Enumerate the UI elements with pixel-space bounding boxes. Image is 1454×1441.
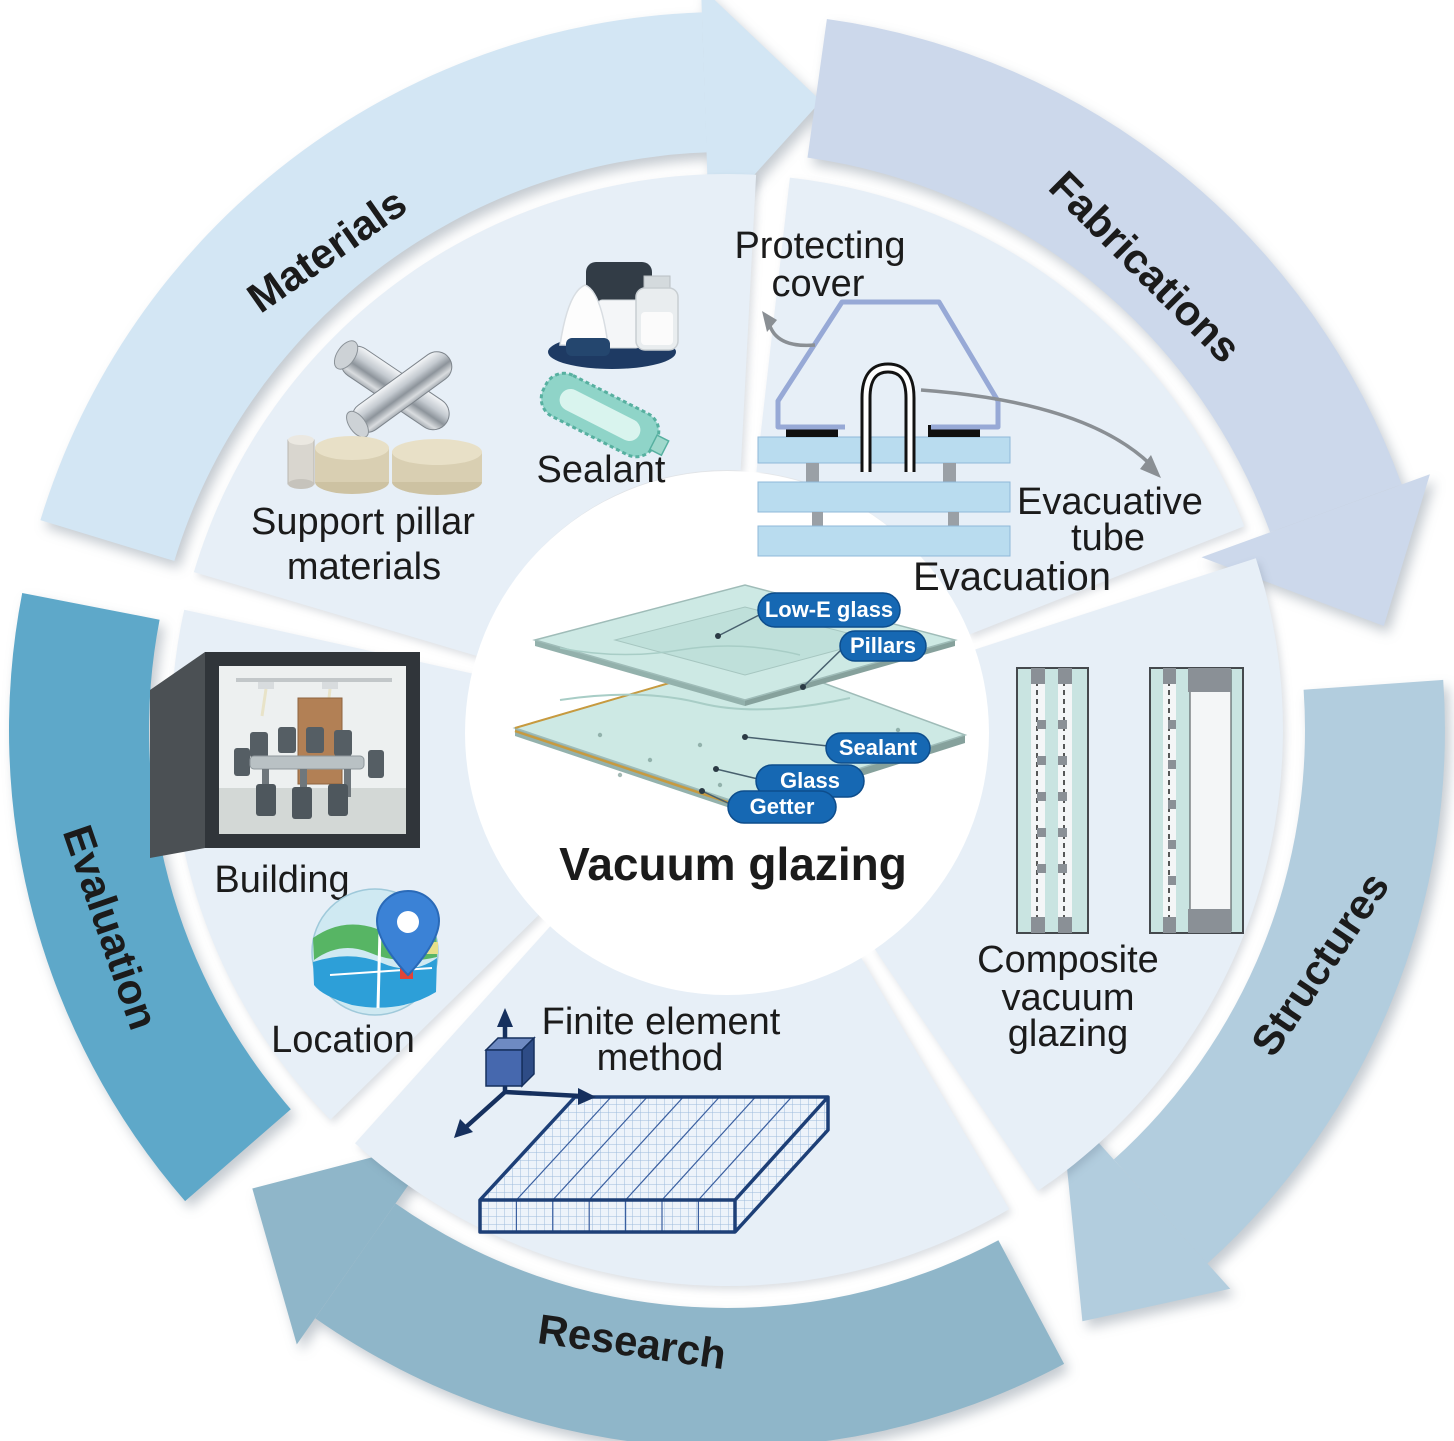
structures-arc	[1113, 679, 1445, 1264]
evaluation-arc	[8, 593, 291, 1202]
fabrications-arrowhead-icon	[1201, 474, 1430, 626]
unit-cube-icon	[484, 1036, 536, 1088]
center-content: Low-E glass Pillars Sealant Glass Getter…	[512, 584, 968, 890]
composite-glazing-section-1-icon	[1016, 667, 1089, 934]
ring-segment-evaluation: Evaluation	[8, 593, 291, 1202]
center-title: Vacuum glazing	[559, 838, 907, 890]
fem-caption-line1: Finite element	[542, 1001, 781, 1043]
pill-getter-label: Getter	[750, 794, 815, 819]
arrow-to-cover-icon	[768, 325, 816, 348]
pill-sealant	[825, 732, 931, 764]
sealant-caption: Sealant	[537, 449, 666, 491]
ring-segment-research: Research	[252, 1139, 1065, 1441]
leader-lines	[701, 611, 844, 805]
evaluation-content: Building Location	[150, 652, 441, 1061]
building-room-icon	[150, 652, 420, 858]
pill-glass-label: Glass	[780, 768, 840, 793]
sealant-powder-bottles-icon	[548, 262, 679, 369]
protecting-cover-caption-line2: cover	[772, 263, 865, 305]
ceramic-pillar-discs-icon	[287, 435, 482, 495]
metal-pillars-icon	[333, 340, 453, 438]
research-arrowhead-icon	[252, 1139, 441, 1345]
materials-arrowhead-icon	[701, 0, 821, 225]
fabrications-arc	[807, 19, 1402, 533]
pill-getter	[727, 790, 837, 824]
evacuation-diagram	[757, 299, 1161, 557]
location-map-icon	[311, 888, 441, 1016]
evacuative-tube-caption-line1: Evacuative	[1017, 481, 1203, 523]
research-content: Finite element method	[454, 1001, 830, 1234]
composite-glazing-section-2-icon	[1149, 667, 1244, 934]
composite-caption-line3: glazing	[1008, 1013, 1128, 1055]
research-arc	[315, 1203, 1065, 1441]
materials-content: Support pillar materials Sealant	[251, 262, 679, 588]
materials-arc	[40, 12, 707, 561]
ring-segment-structures: Structures	[1060, 679, 1445, 1322]
protecting-cover-outline-icon	[775, 299, 1001, 430]
location-caption: Location	[271, 1019, 415, 1061]
evacuative-tube-caption-line2: tube	[1071, 517, 1145, 559]
pill-pillars-label: Pillars	[850, 633, 916, 658]
fabrications-content: Protecting cover Evacuative tube Evacuat…	[734, 225, 1202, 599]
pill-low-e-glass	[757, 592, 901, 628]
pill-pillars	[839, 630, 927, 662]
building-caption: Building	[214, 859, 349, 901]
composite-caption-line1: Composite	[977, 939, 1159, 981]
arrow-to-tube-icon	[920, 388, 1152, 466]
evacuation-caption: Evacuation	[913, 555, 1111, 599]
fem-mesh-slab-icon	[478, 1095, 830, 1234]
pill-low-e-glass-label: Low-E glass	[765, 597, 893, 622]
composite-caption-line2: vacuum	[1001, 977, 1134, 1019]
pill-sealant-label: Sealant	[839, 735, 918, 760]
cycle-ring: Materials Fabrications Structures Resear…	[8, 0, 1445, 1441]
structures-arrowhead-icon	[1060, 1100, 1231, 1322]
sealant-tube-icon	[539, 371, 670, 459]
structures-content: Composite vacuum glazing	[977, 667, 1244, 1055]
protecting-cover-caption-line1: Protecting	[734, 225, 905, 267]
support-pillar-caption-line1: Support pillar	[251, 501, 475, 543]
support-pillar-caption-line2: materials	[287, 546, 441, 588]
component-pills: Low-E glass Pillars Sealant Glass Getter	[727, 592, 931, 824]
fem-caption-line2: method	[597, 1037, 724, 1079]
